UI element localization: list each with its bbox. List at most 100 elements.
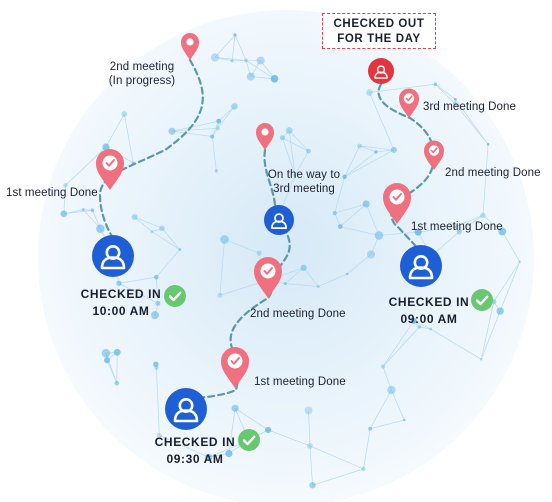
checked-out-line1: CHECKED OUT xyxy=(333,18,425,30)
status-time: 10:00 AM xyxy=(92,304,150,318)
network-node xyxy=(101,348,111,358)
checked-in-status-left: CHECKED IN 10:00 AM xyxy=(76,286,166,320)
network-link xyxy=(155,249,181,278)
check-circle-icon xyxy=(164,285,186,307)
network-node xyxy=(361,466,366,472)
network-link xyxy=(344,151,377,178)
network-node xyxy=(342,174,347,180)
network-link xyxy=(245,60,275,80)
network-node xyxy=(410,317,417,324)
network-link xyxy=(418,226,455,233)
label-on-the-way: On the way to 3rd meeting xyxy=(259,168,349,196)
network-link xyxy=(65,146,107,186)
network-node xyxy=(225,449,233,458)
label-3rd-meeting-right: 3rd meeting Done xyxy=(423,101,517,113)
network-link xyxy=(245,60,252,77)
network-node xyxy=(368,426,373,431)
network-node xyxy=(114,380,120,386)
network-link xyxy=(378,231,419,236)
checked-out-line2: FOR THE DAY xyxy=(337,33,421,45)
network-node xyxy=(306,148,311,154)
network-link xyxy=(105,113,125,148)
network-link xyxy=(214,34,236,58)
check-circle-icon xyxy=(238,429,260,451)
network-node xyxy=(60,210,68,218)
network-node xyxy=(453,225,457,229)
check-circle-icon xyxy=(471,289,493,311)
network-link xyxy=(63,185,66,214)
status-time: 09:00 AM xyxy=(400,312,458,326)
network-node xyxy=(81,208,85,212)
network-node xyxy=(217,292,223,298)
network-link xyxy=(234,34,247,61)
label-1st-meeting-left: 1st meeting Done xyxy=(6,187,98,199)
network-node xyxy=(337,224,343,229)
network-link xyxy=(309,445,364,470)
network-node xyxy=(150,311,159,320)
network-node xyxy=(374,231,384,240)
network-link xyxy=(339,203,367,227)
checked-in-avatar-right[interactable] xyxy=(400,245,442,287)
network-link xyxy=(382,326,420,367)
checked-out-avatar[interactable] xyxy=(368,58,394,84)
network-node xyxy=(285,127,293,134)
network-link xyxy=(493,261,521,302)
network-node xyxy=(153,361,159,368)
network-link xyxy=(369,83,436,93)
network-node xyxy=(156,432,163,439)
status-text: CHECKED IN xyxy=(154,435,236,449)
label-text: 3rd meeting xyxy=(273,183,335,195)
network-link xyxy=(151,227,163,233)
checked-in-status-bottom: CHECKED IN 09:30 AM xyxy=(150,434,240,468)
network-link xyxy=(391,389,405,421)
network-node xyxy=(230,59,234,63)
network-link xyxy=(344,145,360,177)
network-link xyxy=(231,34,236,61)
network-link xyxy=(308,410,311,446)
checked-in-avatar-bottom[interactable] xyxy=(165,388,207,430)
network-node xyxy=(214,169,219,173)
network-node xyxy=(246,72,255,81)
network-node xyxy=(452,101,458,107)
network-node xyxy=(150,230,154,234)
network-link xyxy=(288,130,296,176)
network-node xyxy=(316,284,320,289)
status-time: 09:30 AM xyxy=(166,452,224,466)
network-node xyxy=(433,82,438,86)
checked-in-status-right: CHECKED IN 09:00 AM xyxy=(385,294,473,328)
network-link xyxy=(155,277,159,304)
network-link xyxy=(480,310,501,360)
network-link xyxy=(118,283,159,304)
network-node xyxy=(366,89,373,96)
network-node xyxy=(357,143,362,149)
network-node xyxy=(210,53,220,62)
network-link xyxy=(435,83,456,100)
network-node xyxy=(345,272,349,276)
network-node xyxy=(518,260,522,264)
network-node xyxy=(231,103,238,110)
network-node xyxy=(307,442,313,449)
network-link xyxy=(171,130,213,137)
network-link xyxy=(250,60,261,77)
network-link xyxy=(260,60,275,80)
network-node xyxy=(178,248,182,251)
network-node xyxy=(402,418,406,422)
network-link xyxy=(151,231,181,250)
network-link xyxy=(228,408,236,454)
network-link xyxy=(454,99,489,145)
network-link xyxy=(382,320,415,367)
status-text: CHECKED IN xyxy=(80,287,162,301)
network-link xyxy=(217,106,235,129)
network-node xyxy=(304,406,313,415)
network-link xyxy=(284,267,304,284)
network-node xyxy=(96,224,105,234)
network-link xyxy=(282,137,309,152)
on-the-way-avatar[interactable] xyxy=(264,205,294,235)
network-node xyxy=(90,208,95,213)
checked-in-avatar-left[interactable] xyxy=(92,235,134,277)
network-node xyxy=(116,280,122,287)
network-node xyxy=(210,134,215,139)
network-link xyxy=(161,228,181,250)
label-text: (In progress) xyxy=(108,75,176,87)
